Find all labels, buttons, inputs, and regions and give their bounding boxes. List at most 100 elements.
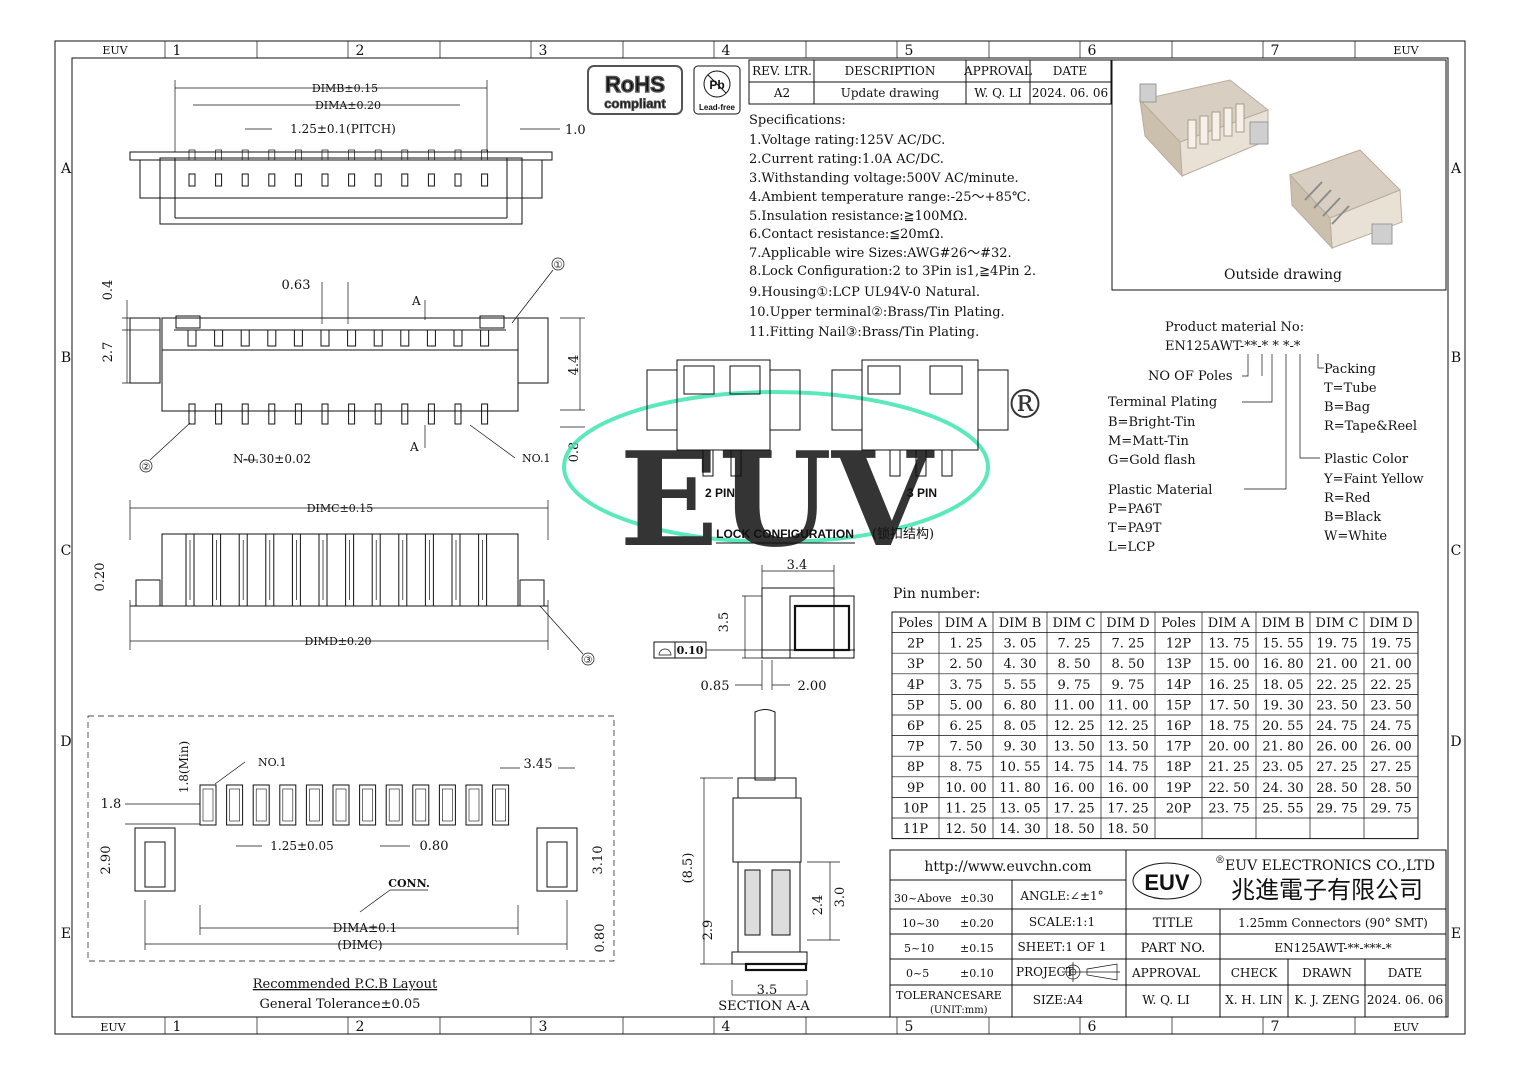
table-cell: 18. 05 xyxy=(1262,678,1303,693)
tol-value: ±0.30 xyxy=(960,892,994,905)
pin-contact xyxy=(215,173,223,187)
table-cell: 7. 50 xyxy=(949,740,982,755)
table-cell: 11P xyxy=(903,822,929,837)
specifications: Specifications: 1.Voltage rating:125V AC… xyxy=(749,113,1036,340)
table-cell: 9. 75 xyxy=(1057,678,1090,693)
table-cell: 19P xyxy=(1166,781,1192,796)
col-label: 7 xyxy=(1271,43,1280,59)
outside-drawing-caption: Outside drawing xyxy=(1224,267,1342,283)
table-cell: 17. 25 xyxy=(1107,801,1148,816)
terminal-item: G=Gold flash xyxy=(1108,453,1196,468)
pin-contact xyxy=(268,173,276,187)
part-no-label: PART NO. xyxy=(1141,941,1206,956)
table-cell: 19. 30 xyxy=(1262,698,1303,713)
lock-configuration: 2 PIN 3 PIN LOCK CONFIGURATION (锁扣结构) xyxy=(646,359,1009,544)
dim-label: 1.8(Min) xyxy=(177,741,191,793)
table-cell: 11. 80 xyxy=(999,781,1040,796)
col-label: 5 xyxy=(905,43,914,59)
company-name-cn: 兆進電子有限公司 xyxy=(1231,876,1423,904)
spec-item: 7.Applicable wire Sizes:AWG#26～#32. xyxy=(749,246,1012,261)
table-cell: 12. 25 xyxy=(1053,719,1094,734)
color-item: R=Red xyxy=(1324,491,1370,506)
table-cell: 24. 75 xyxy=(1316,719,1357,734)
dim-label: 2.4 xyxy=(811,895,826,916)
title-value: 1.25mm Connectors (90° SMT) xyxy=(1238,916,1428,930)
pin-lead xyxy=(241,403,249,425)
pin-lead xyxy=(454,403,462,425)
callout-terminal: ② xyxy=(142,462,151,473)
corner-brand-tr: EUV xyxy=(1393,44,1419,57)
spec-item: 2.Current rating:1.0A AC/DC. xyxy=(749,152,944,167)
dim-label: 0.80 xyxy=(420,839,449,854)
logo-registered-mark: ® xyxy=(1215,855,1225,866)
table-cell: 22. 25 xyxy=(1370,678,1411,693)
tol-range: 10~30 xyxy=(902,917,939,930)
table-cell: 7. 25 xyxy=(1111,637,1144,652)
rev-cell: W. Q. LI xyxy=(974,86,1022,100)
dim-label: 0.4 xyxy=(101,280,116,301)
pin-contact xyxy=(321,173,329,187)
table-cell: 7P xyxy=(907,740,924,755)
pcb-pad xyxy=(412,784,430,826)
rev-cell: A2 xyxy=(773,86,790,100)
pin-lead xyxy=(294,403,302,425)
title-block: http://www.euvchn.com EUV ® EUV ELECTRON… xyxy=(889,849,1447,1018)
pin-contact xyxy=(401,173,409,187)
dim-label: 2.7 xyxy=(101,342,116,363)
pin-tab xyxy=(374,149,382,161)
sheet-label: SHEET:1 OF 1 xyxy=(1018,940,1107,954)
title-label: TITLE xyxy=(1153,916,1194,931)
pin1-label: NO.1 xyxy=(258,756,287,769)
table-cell: 18. 50 xyxy=(1053,822,1094,837)
table-cell: 17. 25 xyxy=(1053,801,1094,816)
column-labels-top: 1 2 3 4 5 6 7 xyxy=(173,43,1280,59)
pin-slot xyxy=(480,329,490,347)
material-item: T=PA9T xyxy=(1108,521,1162,536)
table-header: DIM A xyxy=(945,616,988,631)
dim-label: 3.5 xyxy=(757,983,778,998)
table-cell: 6. 25 xyxy=(949,719,982,734)
col-label: 2 xyxy=(356,43,365,59)
pcb-pad xyxy=(252,784,270,826)
table-cell: 22. 50 xyxy=(1208,781,1249,796)
table-cell: 1. 25 xyxy=(949,637,982,652)
watermark-mark: ® xyxy=(1005,382,1045,428)
pcb-pad xyxy=(492,784,510,826)
side-view-drawing: 3.4 3.5 0.10 0.85 2.00 xyxy=(653,558,855,694)
table-cell: 6. 80 xyxy=(1003,698,1036,713)
table-cell: 10P xyxy=(903,801,929,816)
pin-slot xyxy=(293,329,303,347)
table-cell: 20. 00 xyxy=(1208,740,1249,755)
dim-label: DIMA±0.1 xyxy=(333,921,397,935)
scale-label: SCALE:1:1 xyxy=(1029,915,1095,929)
pin-tab xyxy=(241,149,249,161)
rib xyxy=(371,533,381,607)
pin-tab xyxy=(215,149,222,161)
spec-item: 10.Upper terminal②:Brass/Tin Plating. xyxy=(749,305,1005,320)
packing-title: Packing xyxy=(1324,362,1376,377)
rev-header: APPROVAL xyxy=(963,64,1032,78)
dim-label: 3.5 xyxy=(717,612,732,633)
lock-tab xyxy=(175,315,201,329)
table-cell: 12. 25 xyxy=(1107,719,1148,734)
table-cell: 8. 50 xyxy=(1057,657,1090,672)
website-url[interactable]: http://www.euvchn.com xyxy=(924,859,1091,875)
pin-slot xyxy=(426,329,436,347)
table-header: DIM A xyxy=(1208,616,1251,631)
sheet-frame xyxy=(54,40,1466,1035)
material-item: L=LCP xyxy=(1108,540,1155,555)
pin-lead xyxy=(401,403,409,425)
table-cell: 4P xyxy=(907,678,924,693)
dim-label: 0.80 xyxy=(593,924,608,953)
pcb-pad-inner xyxy=(335,788,347,822)
table-cell: 14. 30 xyxy=(999,822,1040,837)
lock-caption: LOCK CONFIGURATION xyxy=(716,527,854,541)
conn-label: CONN. xyxy=(388,877,430,890)
pin-contact xyxy=(454,173,462,187)
terminal-item: M=Matt-Tin xyxy=(1108,434,1189,449)
table-cell: 19. 75 xyxy=(1316,637,1357,652)
table-cell: 27. 25 xyxy=(1370,760,1411,775)
pcb-pad-inner xyxy=(309,788,320,822)
spec-item: 3.Withstanding voltage:500V AC/minute. xyxy=(749,171,1019,186)
rib xyxy=(451,533,461,607)
